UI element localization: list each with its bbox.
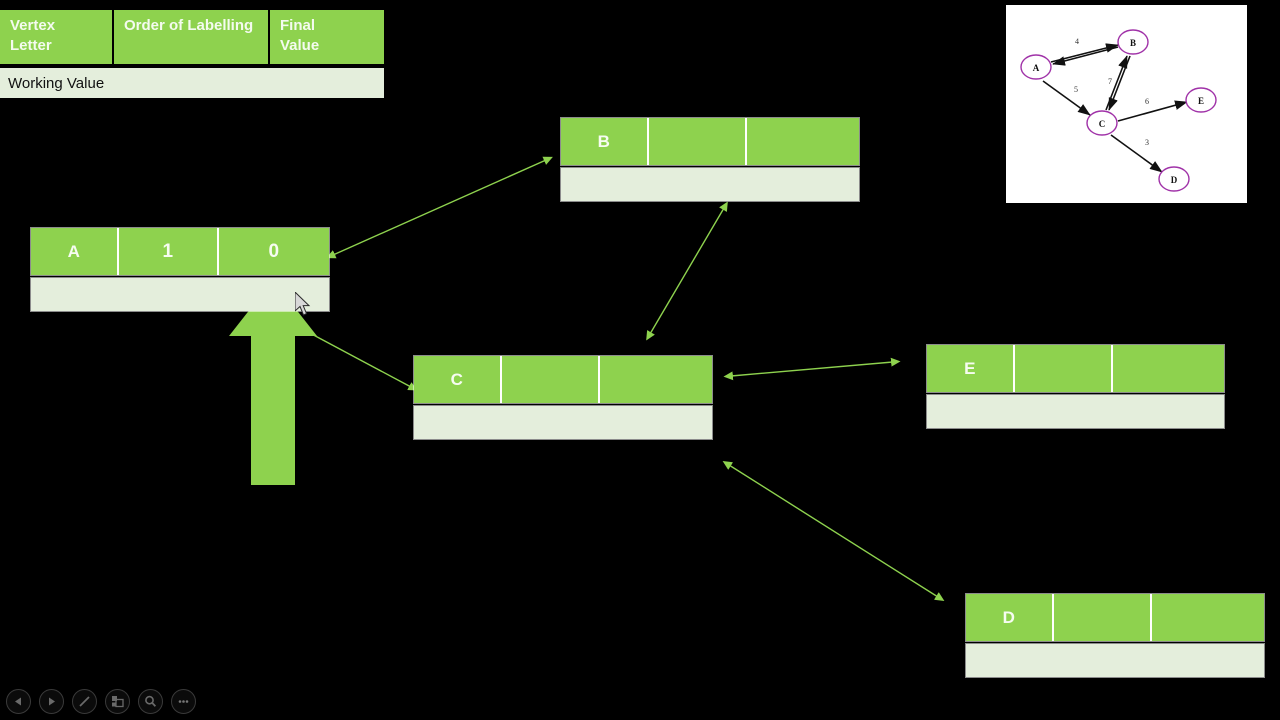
vertex-box-d[interactable]: D: [965, 593, 1265, 678]
graph-edge-c-e: [1117, 100, 1188, 122]
vertex-e-working-value: [926, 394, 1225, 429]
vertex-c-letter: C: [414, 356, 502, 403]
graph-weight-b-c: 7: [1108, 77, 1112, 86]
connector-c-d: [722, 460, 945, 602]
graph-edge-b-c: [1108, 55, 1131, 111]
vertex-e-top-row: E: [926, 344, 1225, 393]
graph-node-a: A: [1020, 54, 1052, 80]
triangle-left-icon: [15, 697, 21, 706]
vertex-e-final: [1113, 345, 1224, 392]
vertex-a-top-row: A 1 0: [30, 227, 330, 276]
legend-table: Vertex Letter Order of Labelling Final V…: [0, 10, 384, 98]
grid-slides-icon: [112, 696, 124, 708]
graph-node-d-label: D: [1171, 175, 1178, 185]
triangle-right-icon: [49, 697, 55, 706]
connector-a-c: [299, 327, 418, 391]
next-slide-button[interactable]: [39, 689, 64, 714]
vertex-d-working-value: [965, 643, 1265, 678]
legend-vertex-letter-line2: Letter: [10, 37, 52, 55]
vertex-d-letter: D: [966, 594, 1054, 641]
connector-b-c: [646, 201, 728, 341]
zoom-tool-button[interactable]: [138, 689, 163, 714]
legend-cell-vertex-letter: Vertex Letter: [0, 10, 114, 64]
slide-overview-button[interactable]: [105, 689, 130, 714]
reference-graph-panel: 4 5 7 6 3 A B C: [1006, 5, 1247, 203]
vertex-e-order: [1015, 345, 1113, 392]
highlight-up-arrow: [229, 280, 317, 485]
vertex-b-letter: B: [561, 118, 649, 165]
vertex-e-letter: E: [927, 345, 1015, 392]
magnifier-icon: [145, 695, 157, 707]
graph-edge-a-b: [1050, 43, 1119, 63]
connector-a-b: [326, 156, 553, 259]
vertex-b-order: [649, 118, 747, 165]
vertex-d-order: [1054, 594, 1152, 641]
vertex-b-final: [747, 118, 859, 165]
graph-weight-a-c: 5: [1074, 85, 1078, 94]
reference-graph-svg: 4 5 7 6 3 A B C: [1020, 29, 1217, 192]
vertex-box-a[interactable]: A 1 0: [30, 227, 330, 312]
graph-node-b-label: B: [1130, 38, 1136, 48]
legend-working-value-row: Working Value: [0, 68, 384, 98]
graph-node-e-label: E: [1198, 96, 1204, 106]
pen-icon: [79, 696, 90, 707]
legend-vertex-letter-line1: Vertex: [10, 17, 56, 34]
connector-c-e: [723, 357, 901, 381]
vertex-a-working-value: [30, 277, 330, 312]
legend-final-value-line2: Value: [280, 37, 320, 55]
graph-edge-a-c: [1042, 80, 1091, 116]
vertex-d-final: [1152, 594, 1264, 641]
presentation-toolbar[interactable]: [6, 689, 196, 714]
ellipsis-icon: [178, 700, 189, 703]
graph-weight-a-b: 4: [1075, 37, 1079, 46]
graph-node-e: E: [1185, 87, 1217, 113]
vertex-a-final: 0: [219, 228, 329, 275]
graph-node-b: B: [1117, 29, 1149, 55]
vertex-c-working-value: [413, 405, 713, 440]
graph-edge-weights: 4 5 7 6 3: [1074, 37, 1149, 147]
graph-node-c: C: [1086, 110, 1118, 136]
vertex-c-final: [600, 356, 712, 403]
graph-weight-c-e: 6: [1145, 97, 1149, 106]
vertex-a-letter: A: [31, 228, 119, 275]
legend-final-value-line1: Final: [280, 17, 316, 34]
graph-edge-c-d: [1110, 134, 1163, 173]
vertex-d-top-row: D: [965, 593, 1265, 642]
pen-tool-button[interactable]: [72, 689, 97, 714]
more-options-button[interactable]: [171, 689, 196, 714]
vertex-box-e[interactable]: E: [926, 344, 1225, 429]
vertex-c-top-row: C: [413, 355, 713, 404]
graph-node-d: D: [1158, 166, 1190, 192]
graph-edges: [1042, 43, 1188, 173]
graph-weight-c-d: 3: [1145, 138, 1149, 147]
vertex-b-working-value: [560, 167, 860, 202]
mouse-pointer: [295, 292, 311, 316]
vertex-box-b[interactable]: B: [560, 117, 860, 202]
legend-cell-final-value: Final Value: [270, 10, 384, 64]
legend-header-row: Vertex Letter Order of Labelling Final V…: [0, 10, 384, 64]
graph-node-c-label: C: [1099, 119, 1106, 129]
vertex-c-order: [502, 356, 600, 403]
graph-edge-b-a: [1052, 46, 1119, 66]
legend-cell-order-of-labelling: Order of Labelling: [114, 10, 270, 64]
graph-node-a-label: A: [1033, 63, 1040, 73]
previous-slide-button[interactable]: [6, 689, 31, 714]
vertex-a-order: 1: [119, 228, 219, 275]
graph-nodes: A B C D E: [1020, 29, 1217, 192]
vertex-box-c[interactable]: C: [413, 355, 713, 440]
vertex-b-top-row: B: [560, 117, 860, 166]
